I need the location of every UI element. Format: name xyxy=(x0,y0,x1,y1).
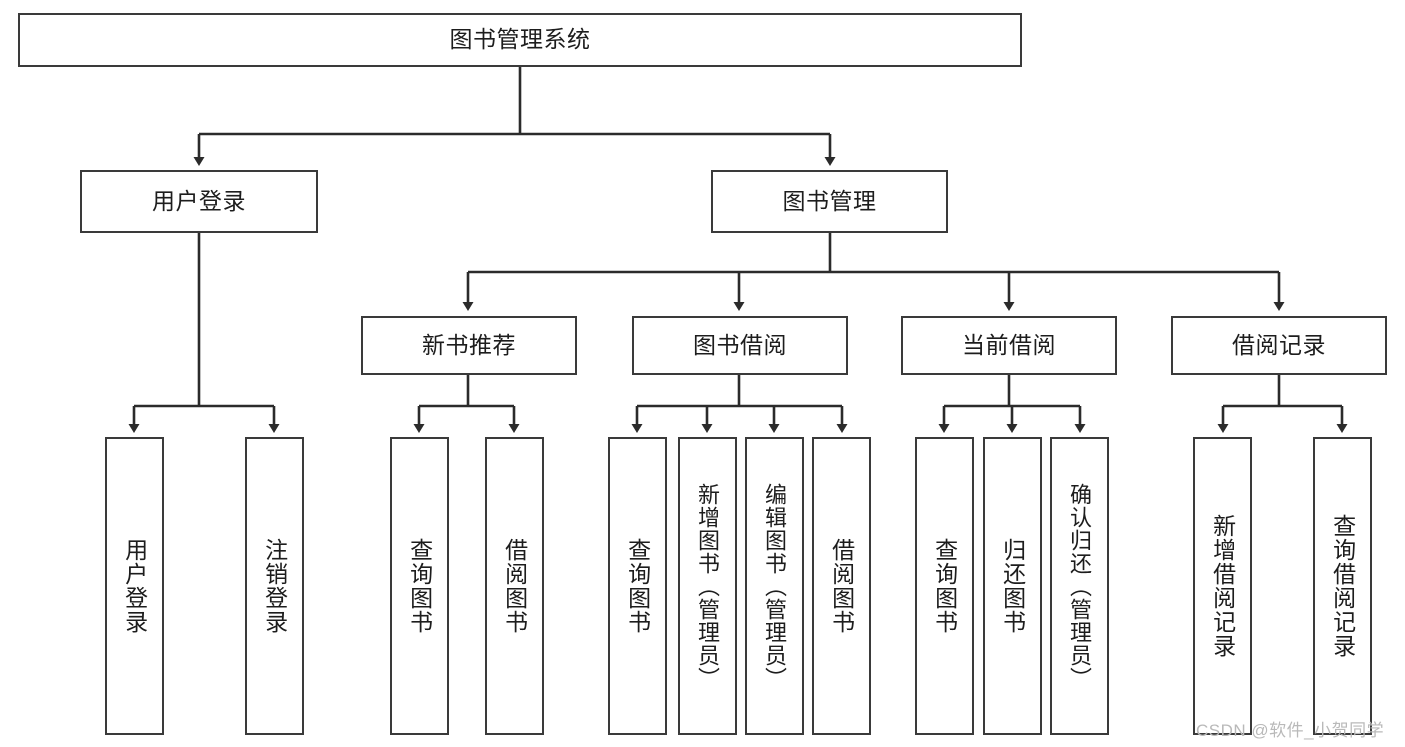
node-label: 用户登录 xyxy=(121,538,148,634)
leaf-query-books-current[interactable]: 查询图书 xyxy=(915,437,974,735)
node-root-book-management-system[interactable]: 图书管理系统 xyxy=(18,13,1022,67)
node-label: 新书推荐 xyxy=(422,331,516,358)
node-label: 借阅图书 xyxy=(828,538,855,634)
node-label: 查询图书 xyxy=(406,538,433,634)
node-current-borrowing[interactable]: 当前借阅 xyxy=(901,316,1117,375)
node-label: 查询借阅记录 xyxy=(1329,514,1356,658)
node-label: 图书管理系统 xyxy=(449,26,591,53)
node-label: 借阅图书 xyxy=(501,538,528,634)
leaf-edit-book-admin[interactable]: 编辑图书（管理员） xyxy=(745,437,804,735)
node-label: 查询图书 xyxy=(624,538,651,634)
node-label: 用户登录 xyxy=(152,187,246,214)
node-label: 借阅记录 xyxy=(1232,331,1326,358)
leaf-logout[interactable]: 注销登录 xyxy=(245,437,304,735)
leaf-query-books-new[interactable]: 查询图书 xyxy=(390,437,449,735)
node-label: 图书借阅 xyxy=(693,331,787,358)
node-label: 编辑图书（管理员） xyxy=(762,482,788,690)
leaf-add-borrow-record[interactable]: 新增借阅记录 xyxy=(1193,437,1252,735)
node-label: 当前借阅 xyxy=(962,331,1056,358)
node-book-borrowing[interactable]: 图书借阅 xyxy=(632,316,848,375)
leaf-borrow-books-new[interactable]: 借阅图书 xyxy=(485,437,544,735)
leaf-user-login[interactable]: 用户登录 xyxy=(105,437,164,735)
node-label: 图书管理 xyxy=(782,187,877,214)
node-label: 查询图书 xyxy=(931,538,958,634)
leaf-query-books-borrow[interactable]: 查询图书 xyxy=(608,437,667,735)
node-user-login[interactable]: 用户登录 xyxy=(80,170,318,233)
leaf-confirm-return-admin[interactable]: 确认归还（管理员） xyxy=(1050,437,1109,735)
csdn-watermark: CSDN @软件_小贺同学 xyxy=(1196,721,1385,740)
node-label: 新增借阅记录 xyxy=(1209,514,1236,658)
node-label: 注销登录 xyxy=(261,538,288,634)
node-borrow-records[interactable]: 借阅记录 xyxy=(1171,316,1387,375)
node-label: 确认归还（管理员） xyxy=(1067,482,1093,690)
node-new-book-recommendation[interactable]: 新书推荐 xyxy=(361,316,577,375)
leaf-query-borrow-record[interactable]: 查询借阅记录 xyxy=(1313,437,1372,735)
leaf-borrow-books[interactable]: 借阅图书 xyxy=(812,437,871,735)
leaf-add-book-admin[interactable]: 新增图书（管理员） xyxy=(678,437,737,735)
node-book-management[interactable]: 图书管理 xyxy=(711,170,948,233)
node-label: 归还图书 xyxy=(999,538,1026,634)
leaf-return-books[interactable]: 归还图书 xyxy=(983,437,1042,735)
node-label: 新增图书（管理员） xyxy=(695,482,721,690)
